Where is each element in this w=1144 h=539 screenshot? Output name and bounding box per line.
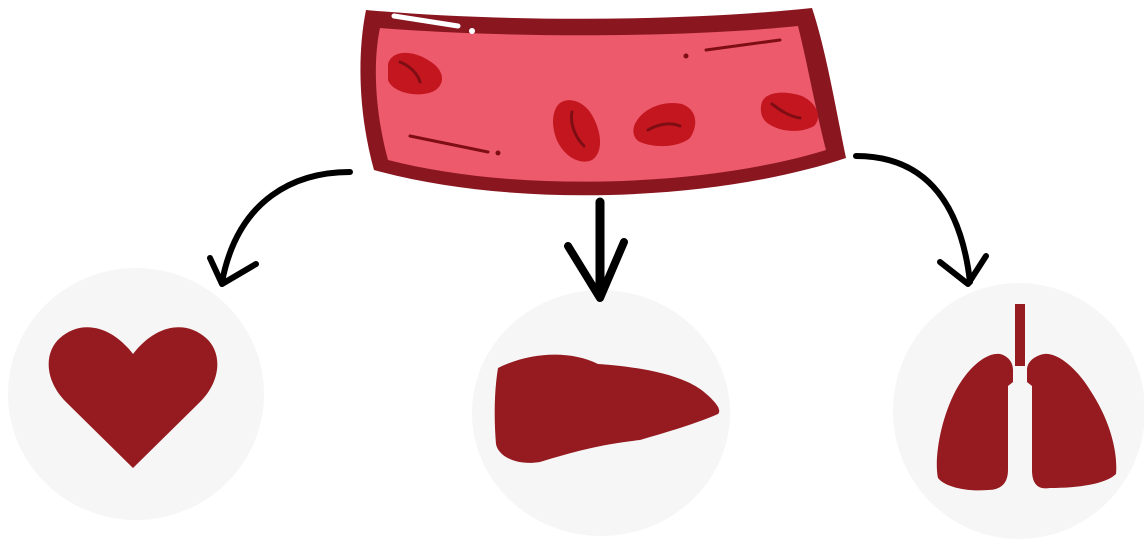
arrow-to-liver	[568, 202, 624, 298]
liver-icon	[495, 355, 720, 463]
blood-vessel-icon	[360, 8, 846, 195]
arrow-to-lungs	[856, 156, 986, 284]
lungs-icon	[937, 304, 1116, 490]
arrow-to-heart	[210, 172, 350, 284]
heart-icon	[49, 327, 218, 468]
